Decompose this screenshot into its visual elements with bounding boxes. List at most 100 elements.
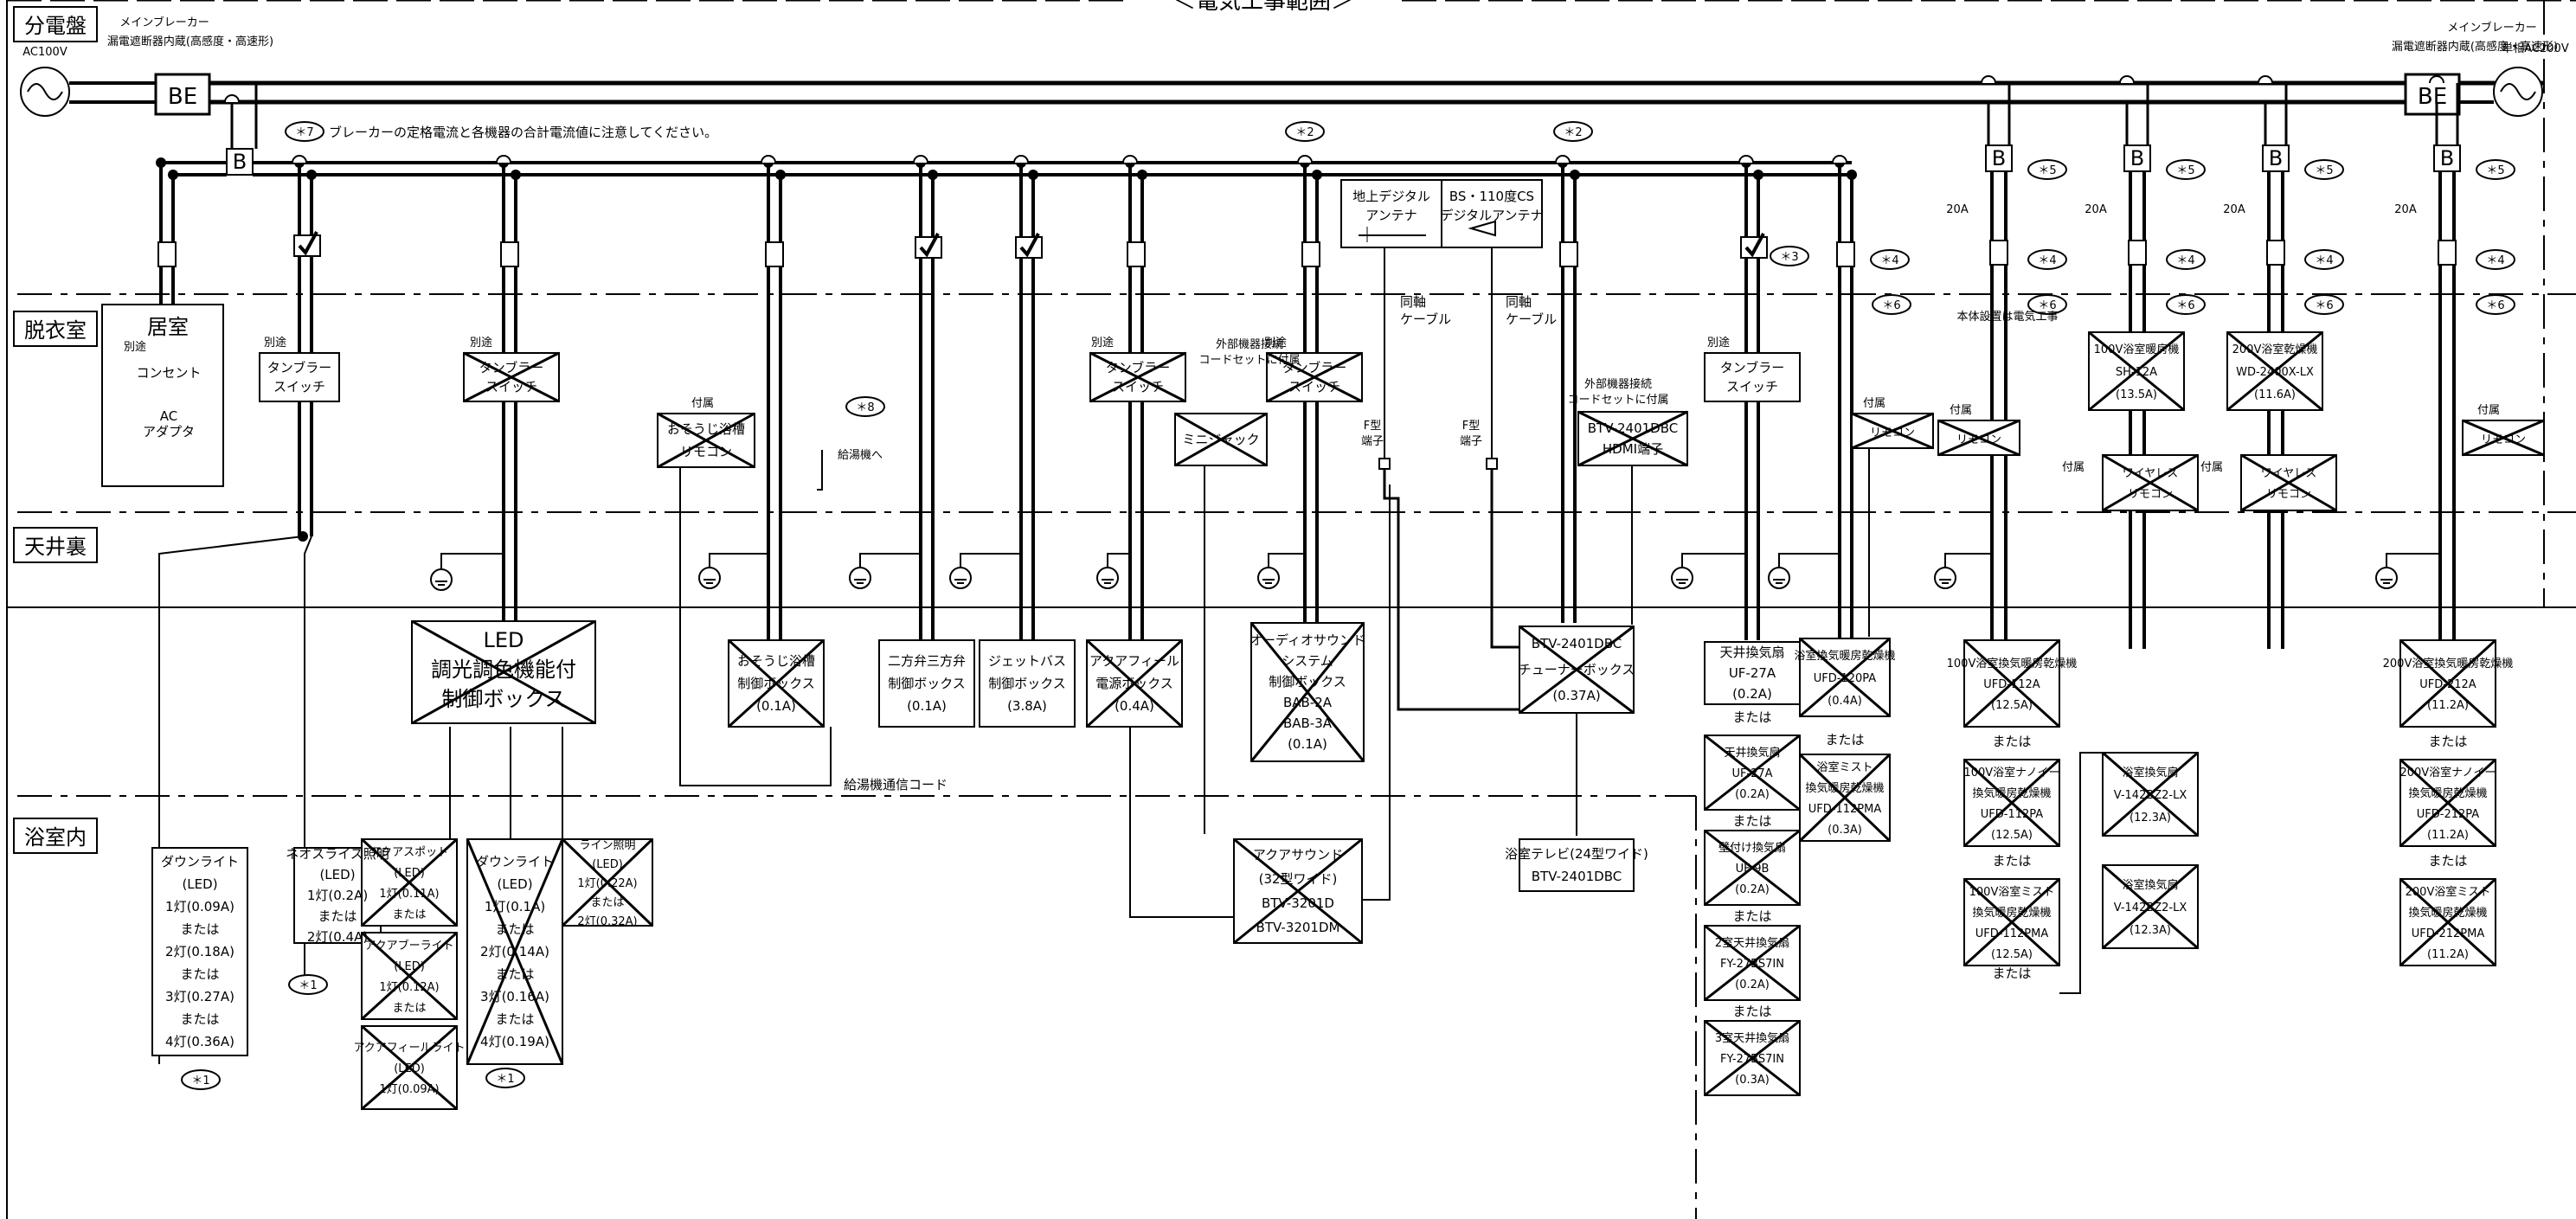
fuzoku-label: 付属 (1863, 397, 1885, 410)
line-light-box-text: (LED) (592, 858, 623, 871)
terminal-box-r0 (1989, 240, 2008, 266)
cross-out (1704, 734, 1801, 812)
cross-out (1799, 637, 1891, 718)
label: リモコン (1870, 427, 1915, 439)
zone-distribution-panel: 分電盤 (24, 14, 87, 38)
betsu-label: 別途 (1707, 336, 1730, 350)
koji-note: 本体設置は電気工事 (1956, 310, 2058, 324)
heater-200-box-text: (11.2A) (2427, 829, 2469, 842)
betsu-label: 別途 (1091, 336, 1114, 350)
cross-out (466, 838, 564, 1065)
downlight-box-text: または (180, 1011, 219, 1027)
heater-200-box-text: 200V浴室換気暖房乾燥機 (2383, 657, 2514, 670)
note4-mark (2166, 249, 2206, 270)
wire-crossover (1297, 155, 1313, 164)
aqua-feel-box-text: (LED) (394, 1062, 425, 1075)
breaker-right-3 (2433, 144, 2461, 172)
fterm-label: F型 (1462, 420, 1480, 433)
ground-icon-8 (1257, 567, 1280, 589)
aqua-spot-box-text: 1灯(0.11A) (379, 888, 439, 901)
cross-out (2102, 751, 2199, 837)
audio-control-box-text: (0.1A) (1288, 736, 1327, 752)
terminal-box-11 (1836, 241, 1855, 267)
label: スイッチ (1112, 379, 1164, 395)
note3-mark (1770, 246, 1809, 266)
audio-control-box-text: 制御ボックス (1269, 674, 1346, 690)
zone-label-box (13, 6, 98, 42)
zone-label-box (13, 818, 98, 854)
note5-mark (2476, 159, 2515, 180)
jet-control-box-text: ジェットバス (988, 653, 1066, 669)
downlight-box-text: 2灯(0.18A) (165, 944, 234, 959)
terminal-box-9 (1559, 241, 1578, 267)
label: タンブラー (1106, 360, 1171, 375)
note2-mark-a (1285, 121, 1325, 142)
wire-crossover (496, 155, 511, 164)
or-label: または (2428, 853, 2467, 869)
amp-label: 20A (2085, 203, 2107, 216)
osouji-control-box-text: 制御ボックス (737, 676, 815, 691)
heater-100-box-text: 100V浴室ミスト (1969, 885, 2055, 899)
bs-antenna-label: デジタルアンテナ (1440, 208, 1543, 223)
note6-mark (2166, 294, 2206, 315)
neos-light-box-text: または (318, 908, 357, 924)
heater-200-box-text: (11.2A) (2427, 948, 2469, 961)
main-breaker-right-text: BE (2418, 84, 2447, 110)
osouji-remote-text: おそうじ浴槽 (667, 421, 745, 437)
bs-antenna (1441, 179, 1543, 248)
wire-crossover (224, 94, 240, 103)
wire-crossover (913, 155, 928, 164)
note6-mark (2476, 294, 2515, 315)
fuzoku-label: 付属 (2200, 461, 2223, 474)
wire (1944, 553, 1992, 568)
junction-dot (1847, 170, 1857, 180)
note1-mark-b (288, 974, 328, 995)
to-tank-label: 給湯機へ (838, 449, 883, 462)
wireless-remote-1-text: ワイヤレス (2123, 467, 2179, 480)
line-light-box-text: ライン照明 (579, 839, 635, 852)
note1-mark-c (485, 1068, 525, 1088)
hdmi-terminal-box-text: BTV-2401DBC (1588, 420, 1678, 436)
cross-out (2399, 638, 2497, 728)
cross-out (727, 638, 825, 728)
main-breaker-left-text: BE (168, 84, 197, 110)
label: リモコン (1956, 433, 2001, 446)
zone-label-box (13, 527, 98, 563)
living-room-group (101, 304, 224, 487)
betsu-label: 別途 (124, 340, 146, 354)
terrestrial-antenna-label: アンテナ (1365, 208, 1416, 223)
wire (2386, 553, 2440, 568)
jet-control-box-text: 制御ボックス (988, 676, 1066, 691)
cross-out (360, 837, 459, 927)
wire-lines (6, 0, 2576, 1219)
aqua-power-box-text: (0.4A) (1115, 698, 1154, 714)
vent-v-box-text: 浴室換気扇 (2122, 878, 2178, 892)
wire-crossover (292, 155, 307, 164)
breaker-right-0 (1985, 144, 2013, 172)
bath-dryer-box-b-text: UFD-112PMA (1808, 803, 1882, 816)
wire (1490, 469, 1523, 649)
downlight-box-text: または (180, 966, 219, 982)
downlight-box-text: 1灯(0.09A) (165, 899, 234, 914)
cross-out (360, 931, 459, 1021)
or-label: または (1992, 734, 2031, 749)
cross-out (1851, 412, 1934, 450)
sauna-200-box-text: (11.6A) (2254, 388, 2296, 401)
heater-200-box-text: UFD-212PMA (2412, 927, 2485, 940)
or-label: または (1732, 709, 1771, 725)
wire (440, 553, 504, 569)
ceiling-vent-box (1704, 641, 1801, 705)
breaker-b-label: B (233, 150, 247, 174)
heater-100-box-text: (12.5A) (1991, 699, 2033, 712)
wire-crossover (761, 155, 776, 164)
osouji-control-box-text: (0.1A) (756, 698, 796, 714)
ground-icon-10 (1671, 567, 1693, 589)
junction-dot (1137, 170, 1147, 180)
cross-out (1085, 638, 1184, 728)
note5-mark (2304, 159, 2344, 180)
terminal-box-r1 (2128, 240, 2147, 266)
note2-mark-a-text: ＊2 (1295, 126, 1314, 139)
note5-mark (2027, 159, 2067, 180)
or-label: または (1825, 732, 1864, 747)
cross-out (2399, 758, 2497, 848)
